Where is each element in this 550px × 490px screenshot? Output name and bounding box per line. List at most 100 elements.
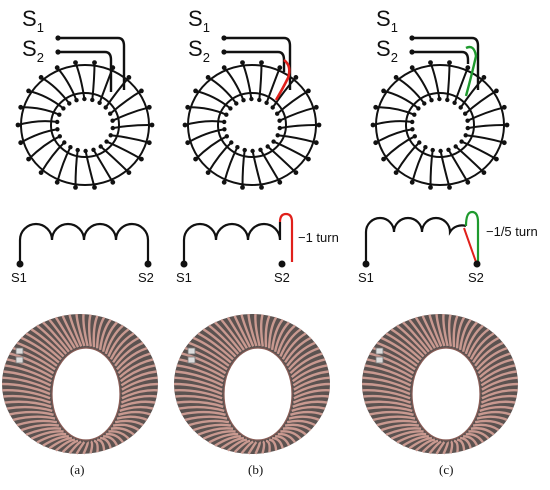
winding-turn bbox=[453, 67, 469, 104]
winding-turn bbox=[455, 145, 485, 174]
copper-turn bbox=[36, 432, 67, 444]
copper-turn bbox=[107, 328, 130, 357]
core-hole bbox=[412, 348, 480, 440]
copper-turn bbox=[176, 400, 224, 408]
copper-turn bbox=[271, 436, 284, 449]
winding-outer-dot bbox=[428, 185, 433, 190]
s2-label: S2 bbox=[376, 36, 398, 65]
removed-turn-red bbox=[274, 58, 291, 101]
winding-outer-dot bbox=[221, 179, 227, 185]
winding-outer-dot bbox=[409, 65, 415, 71]
copper-turn bbox=[363, 394, 411, 404]
s2-lead-wire bbox=[58, 50, 113, 92]
winding-inner-dot bbox=[249, 96, 254, 102]
copper-turn bbox=[89, 440, 94, 454]
winding-outer-dot bbox=[15, 122, 21, 128]
s2-lead-wire bbox=[224, 50, 286, 72]
toroid-coil-b bbox=[182, 60, 322, 190]
copper-turn bbox=[202, 430, 236, 440]
copper-turn bbox=[264, 315, 271, 348]
copper-turn bbox=[265, 439, 271, 453]
copper-turn bbox=[366, 405, 413, 413]
copper-turn bbox=[4, 364, 52, 383]
winding-inner-dot bbox=[108, 111, 113, 116]
copper-turn bbox=[82, 314, 89, 347]
winding-outer-dot bbox=[146, 140, 152, 146]
winding-inner-dot bbox=[417, 140, 422, 145]
copper-turn bbox=[110, 427, 135, 436]
copper-turn bbox=[188, 419, 230, 427]
copper-turn bbox=[470, 427, 495, 436]
winding-inner-dot bbox=[222, 119, 227, 125]
winding-inner-dot bbox=[234, 101, 239, 106]
winding-turn bbox=[439, 150, 451, 188]
winding-inner-dot bbox=[410, 127, 415, 132]
copper-turn bbox=[184, 415, 228, 422]
winding-inner-dot bbox=[445, 97, 450, 103]
copper-turn bbox=[30, 430, 64, 440]
winding-turn bbox=[465, 134, 505, 144]
copper-turn bbox=[478, 358, 514, 378]
core-inner-edge bbox=[50, 92, 120, 158]
winding-outer-dot bbox=[428, 60, 433, 65]
copper-turn bbox=[449, 440, 454, 454]
copper-turn bbox=[376, 419, 418, 427]
winding-turn bbox=[375, 128, 413, 144]
copper-turn bbox=[369, 352, 415, 375]
copper-turn bbox=[202, 328, 237, 358]
winding-outer-dot bbox=[205, 75, 211, 80]
copper-turn bbox=[87, 314, 92, 347]
winding-turn bbox=[223, 146, 239, 183]
schematic-c: S1 S2 −1/5 turn bbox=[358, 210, 538, 285]
winding-outer-dot bbox=[73, 185, 78, 190]
copper-turn bbox=[96, 438, 106, 451]
winding-inner-dot bbox=[55, 127, 60, 132]
winding-turn bbox=[395, 141, 420, 174]
winding-turn bbox=[259, 149, 281, 183]
winding-inner-dot bbox=[104, 139, 109, 144]
winding-turn bbox=[74, 149, 79, 188]
render-coil-b bbox=[173, 313, 331, 455]
copper-turn bbox=[361, 382, 411, 396]
copper-turn bbox=[390, 328, 425, 358]
winding-outer-dot bbox=[381, 88, 386, 94]
winding-outer-dot bbox=[259, 185, 264, 190]
winding-turn bbox=[411, 146, 427, 183]
caption-a: (a) bbox=[70, 462, 84, 477]
copper-turn bbox=[268, 438, 278, 451]
copper-turn bbox=[284, 423, 312, 432]
copper-turn bbox=[75, 313, 86, 347]
winding-turn bbox=[467, 106, 505, 122]
copper-turn bbox=[247, 313, 258, 347]
copper-turn bbox=[291, 364, 328, 383]
copper-turn bbox=[25, 332, 62, 361]
winding-inner-dot bbox=[103, 105, 108, 110]
winding-inner-dot bbox=[110, 118, 115, 123]
winding-turn bbox=[40, 141, 65, 174]
winding-inner-dot bbox=[74, 98, 79, 103]
copper-turn bbox=[292, 394, 329, 404]
winding-outer-dot bbox=[306, 156, 311, 162]
s1-terminal-dot bbox=[409, 35, 415, 41]
copper-turn bbox=[247, 441, 258, 455]
copper-turn bbox=[101, 321, 118, 352]
copper-turn bbox=[3, 394, 51, 404]
copper-turn bbox=[396, 432, 427, 444]
copper-turn bbox=[116, 415, 148, 422]
winding-turn bbox=[207, 141, 232, 174]
copper-turn bbox=[390, 430, 424, 440]
copper-turn bbox=[119, 364, 156, 383]
winding-outer-dot bbox=[73, 60, 78, 65]
winding-inner-dot bbox=[277, 118, 282, 123]
copper-turn bbox=[456, 438, 466, 451]
winding-turn bbox=[375, 106, 415, 116]
winding-outer-dot bbox=[494, 88, 499, 94]
copper-turn bbox=[254, 314, 261, 347]
s2-label: S2 bbox=[188, 36, 210, 65]
copper-turn bbox=[461, 321, 478, 352]
winding-turn bbox=[271, 76, 297, 109]
copper-turn bbox=[119, 405, 154, 413]
s1-lead-wire bbox=[58, 36, 126, 90]
winding-turn bbox=[447, 149, 469, 183]
winding-inner-dot bbox=[98, 144, 103, 149]
